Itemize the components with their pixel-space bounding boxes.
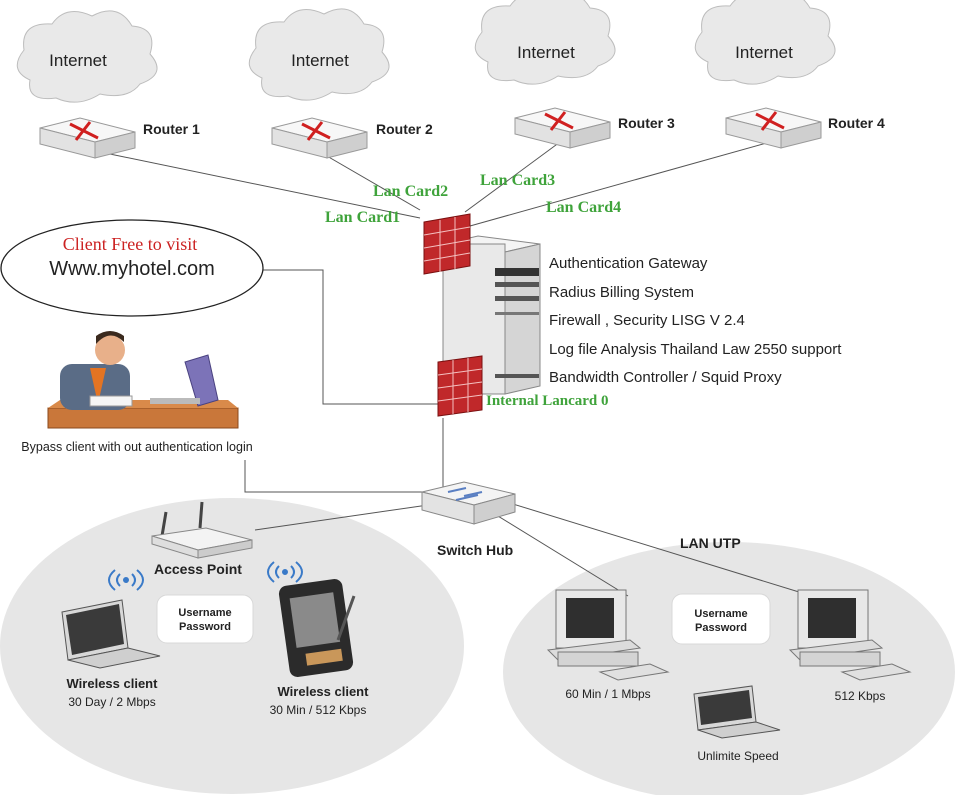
wifi-signal-icon [108, 569, 144, 591]
wireless-client-1-name: Wireless client [67, 676, 159, 691]
free-visit-callout: Client Free to visit Www.myhotel.com [0, 219, 264, 317]
login-box-lan: Username Password [671, 593, 771, 645]
router-1-label: Router 1 [143, 121, 200, 137]
access-point-label: Access Point [154, 561, 242, 577]
wifi-signal-icon [267, 561, 303, 583]
router-2-icon [271, 117, 368, 159]
connection-lines [104, 141, 813, 597]
wireless-client-1-plan: 30 Day / 2 Mbps [68, 695, 155, 709]
gateway-feature: Log file Analysis Thailand Law 2550 supp… [549, 341, 842, 358]
lan-client-2-plan: 512 Kbps [835, 689, 886, 703]
cloud-4: Internet [694, 0, 836, 85]
gateway-feature-list: Authentication Gateway Radius Billing Sy… [549, 255, 842, 386]
router-1-icon [39, 117, 136, 159]
internal-lancard-label: Internal Lancard 0 [486, 393, 609, 409]
free-visit-title: Client Free to visit [63, 234, 198, 254]
cloud-2: Internet [248, 8, 390, 101]
gateway-feature: Radius Billing System [549, 284, 694, 301]
username-label: Username [178, 607, 231, 619]
wireless-client-2-name: Wireless client [278, 684, 370, 699]
laptop-icon [693, 685, 781, 739]
switch-hub-icon [421, 481, 516, 525]
username-label: Username [694, 608, 747, 620]
lan-client-3-plan: Unlimite Speed [697, 749, 778, 763]
gateway-feature: Bandwidth Controller / Squid Proxy [549, 369, 782, 386]
cloud-1: Internet [16, 10, 158, 103]
bypass-caption: Bypass client with out authentication lo… [21, 440, 252, 454]
laptop-icon [61, 599, 161, 669]
lan-card-1-label: Lan Card1 [325, 209, 400, 226]
wireless-client-2-plan: 30 Min / 512 Kbps [270, 703, 367, 717]
switch-hub-label: Switch Hub [437, 542, 513, 558]
firewall-bottom-icon [437, 355, 483, 417]
cloud-label: Internet [517, 43, 575, 62]
cloud-3: Internet [474, 0, 616, 85]
lan-utp-label: LAN UTP [680, 535, 741, 551]
password-label: Password [179, 621, 231, 633]
cloud-label: Internet [49, 51, 107, 70]
lan-card-4-label: Lan Card4 [546, 199, 621, 216]
router-4-label: Router 4 [828, 115, 885, 131]
router-3-label: Router 3 [618, 115, 675, 131]
router-4-icon [725, 107, 822, 149]
access-point-icon [151, 501, 253, 559]
cloud-label: Internet [735, 43, 793, 62]
router-2-label: Router 2 [376, 121, 433, 137]
bypass-user-icon [47, 331, 239, 429]
lan-client-1-plan: 60 Min / 1 Mbps [565, 687, 650, 701]
password-label: Password [695, 622, 747, 634]
gateway-feature: Authentication Gateway [549, 255, 708, 272]
firewall-top-icon [423, 213, 471, 275]
gateway-feature: Firewall , Security LISG V 2.4 [549, 312, 745, 329]
wireless-zone [0, 498, 464, 794]
lan-card-2-label: Lan Card2 [373, 183, 448, 200]
free-visit-url: Www.myhotel.com [49, 258, 215, 280]
login-box-wireless: Username Password [156, 594, 254, 644]
router-3-icon [514, 107, 611, 149]
lan-card-3-label: Lan Card3 [480, 172, 555, 189]
cloud-label: Internet [291, 51, 349, 70]
desktop-computer-icon [546, 589, 670, 681]
desktop-computer-icon [788, 589, 912, 681]
pda-icon [278, 579, 356, 677]
